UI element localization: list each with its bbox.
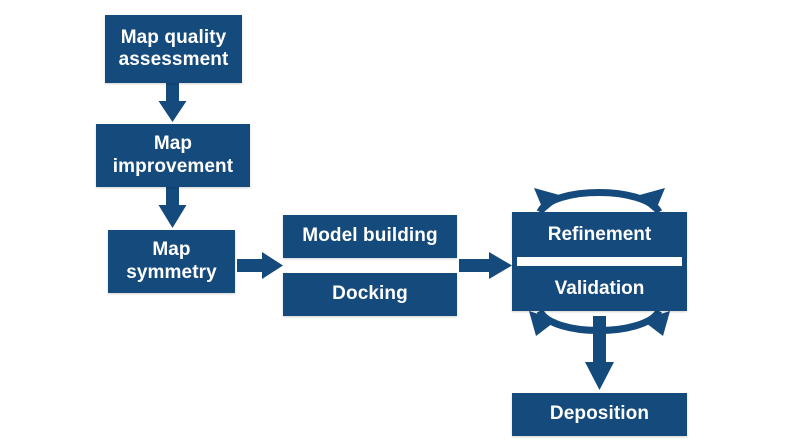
node-model-building[interactable]: Model building (283, 215, 457, 258)
node-validation-label: Validation (554, 277, 645, 299)
arrow-quality-to-improvement (158, 83, 187, 122)
node-map-improvement[interactable]: Map improvement (96, 124, 250, 187)
node-map-symmetry[interactable]: Map symmetry (108, 230, 235, 293)
node-map-quality-assessment-line2: assessment (118, 49, 229, 70)
node-refinement[interactable]: Refinement (512, 212, 687, 257)
node-deposition-label: Deposition (549, 403, 650, 425)
node-map-quality-assessment[interactable]: Map quality assessment (105, 15, 242, 83)
arc-refinement-cycle-bottom (529, 308, 670, 336)
node-map-improvement-line2: improvement (112, 155, 234, 177)
cycle-gap-inner (517, 257, 682, 266)
node-map-symmetry-line2: symmetry (126, 261, 217, 283)
node-map-quality-assessment-line1: Map quality (120, 26, 227, 48)
node-map-improvement-line1: Map (153, 133, 193, 155)
arrow-modelbuilding-to-refinement (459, 252, 512, 279)
node-map-symmetry-line1: Map (152, 239, 191, 261)
arrow-symmetry-to-modelbuilding (237, 252, 283, 279)
node-validation[interactable]: Validation (512, 266, 687, 311)
arrow-cycle-to-deposition (585, 316, 614, 390)
node-docking[interactable]: Docking (283, 273, 457, 316)
arc-refinement-cycle-top (534, 188, 665, 215)
refinement-validation-cycle: Refinement Validation (512, 212, 687, 311)
arrow-improvement-to-symmetry (158, 187, 187, 228)
node-deposition[interactable]: Deposition (512, 393, 687, 436)
node-model-building-label: Model building (302, 225, 438, 247)
node-refinement-label: Refinement (547, 223, 652, 245)
node-docking-label: Docking (332, 283, 408, 305)
